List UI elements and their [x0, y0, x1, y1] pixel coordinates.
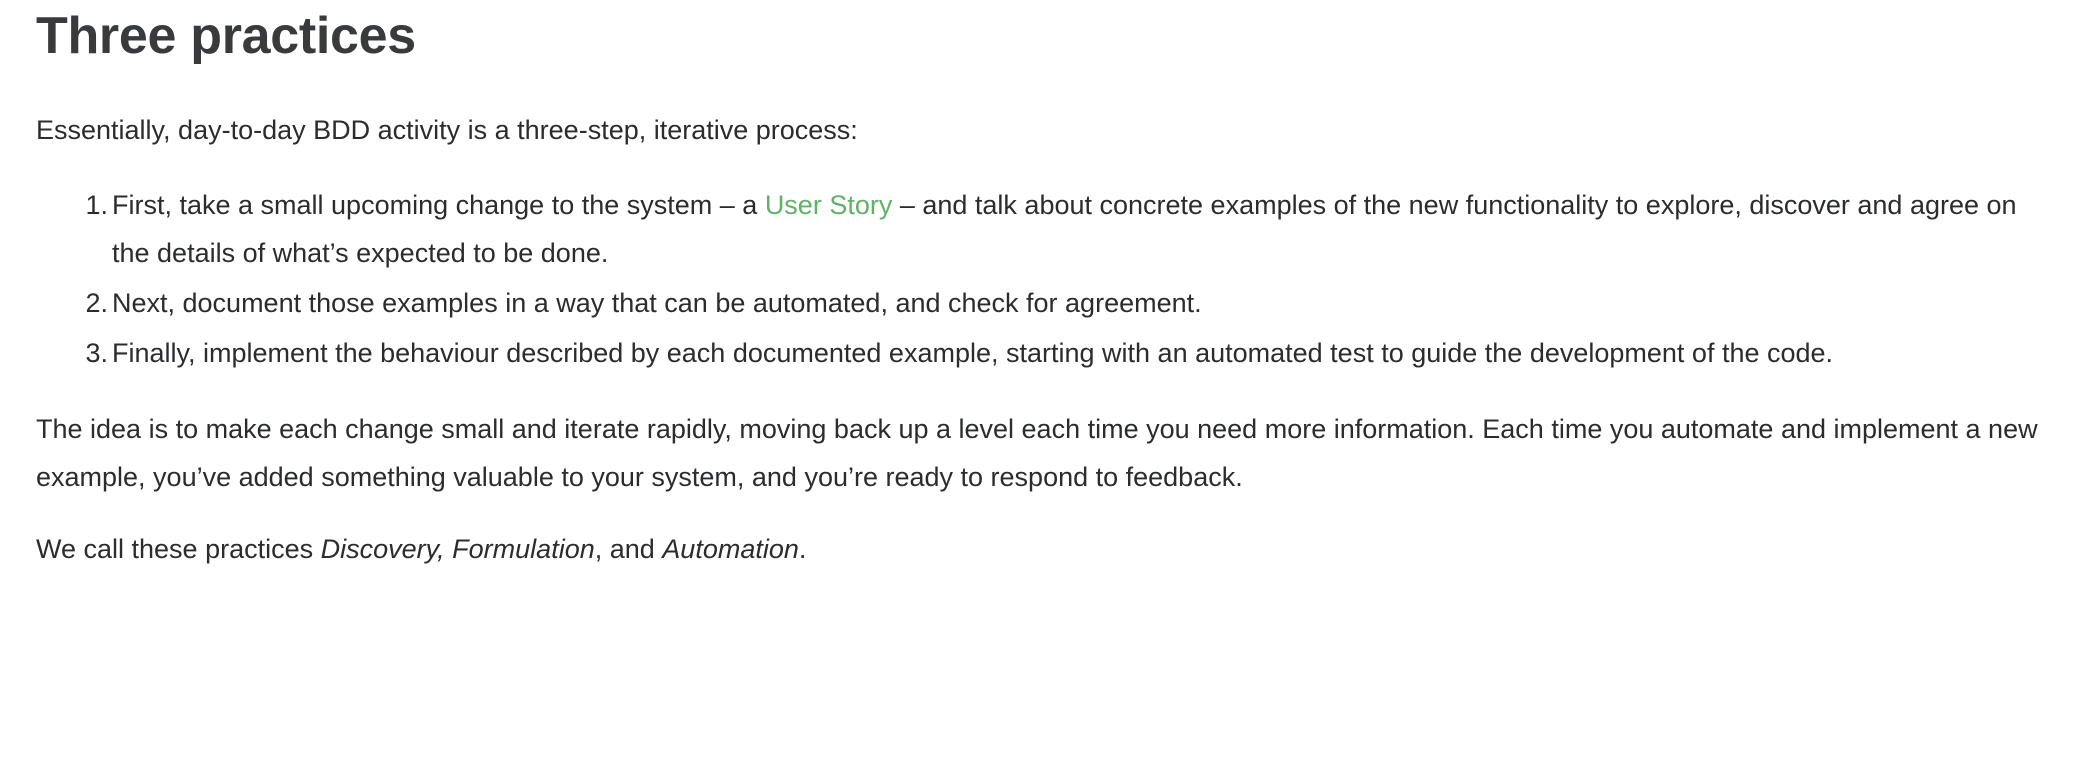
closing-separator-one: ,: [437, 534, 453, 565]
closing-end-text: .: [798, 534, 807, 565]
list-item: Next, document those examples in a way t…: [36, 279, 2048, 327]
page-title: Three practices: [36, 7, 416, 65]
practice-formulation: Formulation: [452, 534, 595, 565]
closing-lead-text: We call these practices: [36, 534, 321, 565]
step-1-rest-text: – and talk about concrete examples of th…: [112, 189, 2017, 268]
list-item: First, take a small upcoming change to t…: [36, 181, 2048, 277]
intro-paragraph: Essentially, day-to-day BDD activity is …: [36, 115, 858, 146]
step-3-text: Finally, implement the behaviour describ…: [112, 338, 1834, 369]
practice-automation: Automation: [662, 534, 799, 565]
closing-paragraph: We call these practices Discovery, Formu…: [36, 527, 2048, 573]
three-practices-list: First, take a small upcoming change to t…: [36, 181, 2048, 377]
practice-discovery: Discovery: [320, 534, 438, 565]
user-story-link[interactable]: User Story: [764, 189, 893, 220]
closing-separator-two: , and: [594, 534, 663, 565]
step-2-text: Next, document those examples in a way t…: [112, 288, 1202, 319]
step-1-lead-text: First, take a small upcoming change to t…: [112, 189, 765, 220]
iteration-paragraph: The idea is to make each change small an…: [36, 414, 2038, 493]
list-item: Finally, implement the behaviour describ…: [36, 329, 2048, 377]
